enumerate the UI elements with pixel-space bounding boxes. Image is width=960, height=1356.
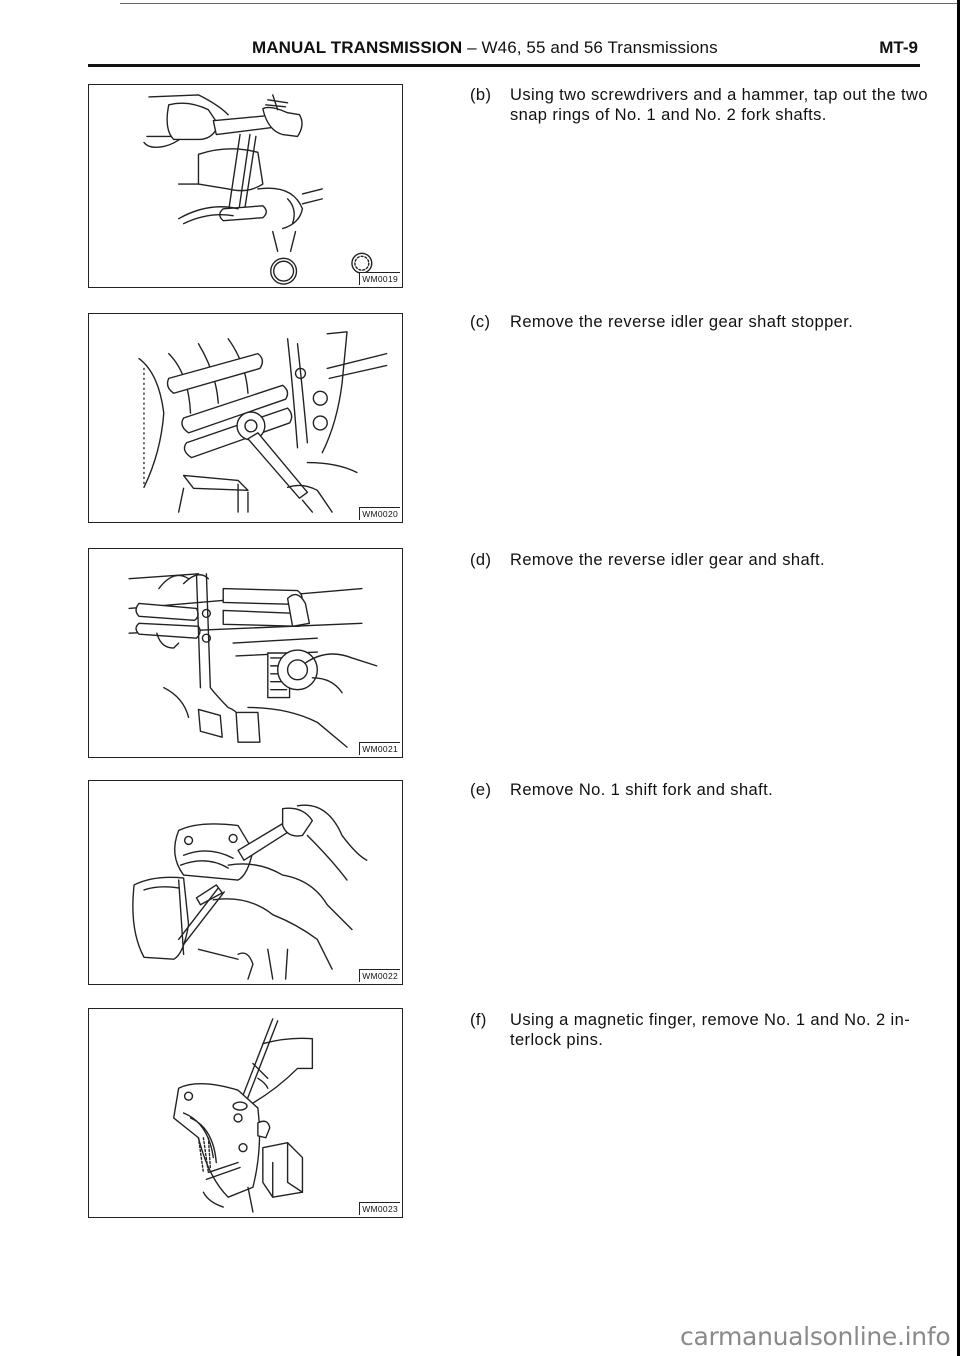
figure-code: WM0019 (359, 272, 400, 285)
wrench-idler-shaft-stopper-icon (138, 331, 388, 513)
reverse-idler-gear-removal-icon (128, 573, 378, 748)
figure-wm0023: WM0023 (88, 1008, 403, 1218)
step-text: Remove the reverse idler gear and shaft. (510, 551, 825, 569)
hammer-screwdrivers-snap-ring-icon (143, 94, 373, 285)
scan-right-edge (957, 0, 960, 1356)
step-letter: (c) (470, 313, 491, 331)
step-e: (e) Remove No. 1 shift fork and shaft. (470, 780, 930, 802)
step-d: (d) Remove the reverse idler gear and sh… (470, 550, 930, 572)
step-text: Using two screwdrivers and a hammer, tap… (510, 86, 928, 124)
figure-wm0019: WM0019 (88, 84, 403, 288)
scan-top-edge (120, 3, 960, 4)
figure-code: WM0023 (359, 1202, 400, 1215)
figure-wm0020: WM0020 (88, 313, 403, 523)
figure-code: WM0021 (359, 742, 400, 755)
figure-code: WM0022 (359, 969, 400, 982)
step-letter: (e) (470, 781, 492, 799)
step-text: Using a magnetic finger, remove No. 1 an… (510, 1011, 911, 1049)
step-text: Remove the reverse idler gear shaft stop… (510, 313, 854, 331)
step-c: (c) Remove the reverse idler gear shaft … (470, 312, 930, 334)
step-letter: (b) (470, 86, 492, 104)
page-number: MT-9 (879, 38, 918, 57)
figure-wm0021: WM0021 (88, 548, 403, 758)
step-f: (f) Using a magnetic finger, remove No. … (470, 1010, 930, 1054)
step-letter: (d) (470, 551, 492, 569)
page-title: MANUAL TRANSMISSION – W46, 55 and 56 Tra… (252, 38, 718, 58)
watermark: carmanualsonline.info (680, 1322, 951, 1351)
step-text: Remove No. 1 shift fork and shaft. (510, 781, 774, 799)
section-subtitle: – W46, 55 and 56 Transmissions (462, 38, 718, 57)
figure-wm0022: WM0022 (88, 780, 403, 985)
step-b: (b) Using two screwdrivers and a hammer,… (470, 85, 930, 129)
shift-fork-shaft-removal-icon (132, 804, 368, 980)
step-letter: (f) (470, 1011, 487, 1029)
magnetic-finger-interlock-pin-icon (172, 1018, 314, 1213)
figure-code: WM0020 (359, 507, 400, 520)
section-title: MANUAL TRANSMISSION (252, 38, 463, 57)
page-header: MANUAL TRANSMISSION – W46, 55 and 56 Tra… (88, 36, 920, 67)
